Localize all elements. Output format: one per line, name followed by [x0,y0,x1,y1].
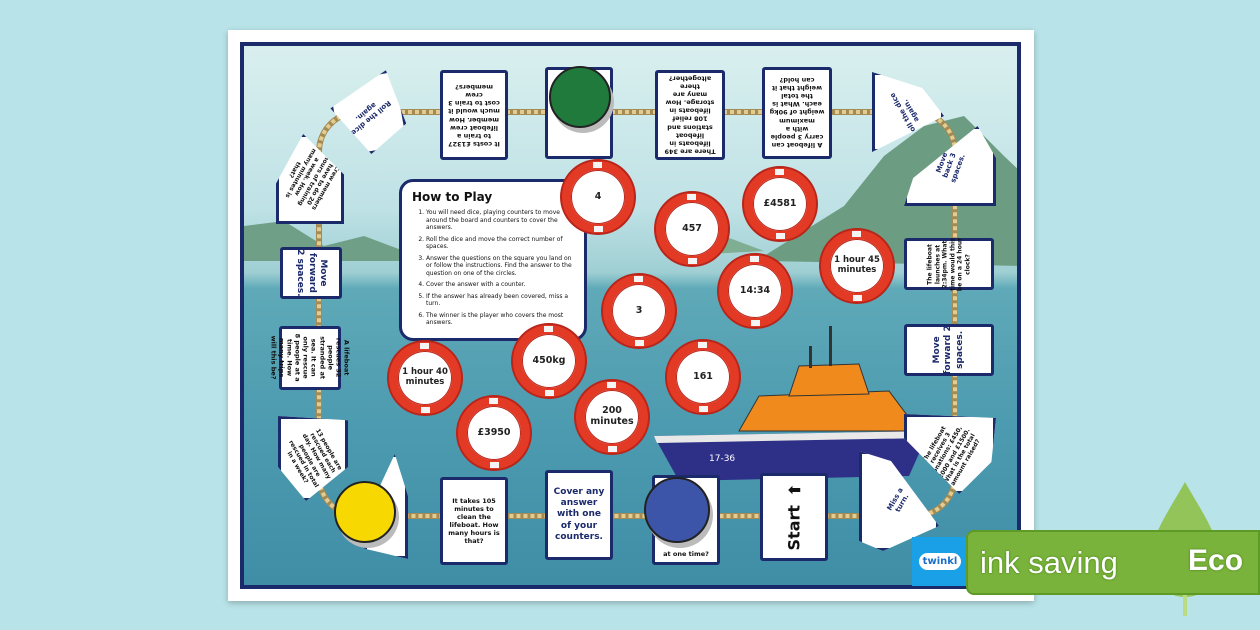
answer-text: £4581 [763,197,797,209]
square-text: Cover any answer with one of your counte… [553,486,605,542]
square-text: Move forward 2 spaces. [295,249,328,297]
answer-text: 200 minutes [590,405,634,427]
answer-text: 161 [693,370,713,382]
green-counter[interactable] [549,66,611,128]
answer-ring[interactable]: 1 hour 40 minutes [389,342,461,414]
answer-text: £3950 [477,426,511,438]
twinkl-logo-text: twinkl [918,553,962,570]
square-text: A lifeboat rescues 32 people stranded at… [269,334,351,383]
rule-3: Answer the questions on the square you l… [426,255,574,278]
square-text: The lifeboat launches at 2:34pm. What ti… [926,237,972,291]
square-text: There are 349 lifeboats in lifeboat stat… [664,74,716,156]
ink-saving-text: ink saving [980,544,1118,580]
start-label: Start [784,504,804,551]
yellow-counter[interactable] [334,481,396,543]
rule-6: The winner is the player who covers the … [426,312,574,327]
rule-5: If the answer has already been covered, … [426,293,574,308]
answer-ring[interactable]: 14:34 [719,255,791,327]
answer-ring[interactable]: 161 [667,341,739,413]
answer-ring[interactable]: £4581 [744,168,816,240]
ink-saving-badge: ink saving Eco [966,530,1260,595]
square-right-2[interactable]: The lifeboat launches at 2:34pm. What ti… [904,237,994,291]
square-left-3[interactable]: A lifeboat rescues 32 people stranded at… [270,326,351,390]
square-right-3[interactable]: Move forward 2 spaces. [904,324,994,376]
square-top-4[interactable]: A lifeboat can carry 3 people with a max… [762,67,832,159]
blue-counter[interactable] [644,477,710,543]
rule-4: Cover the answer with a counter. [426,281,574,289]
rule-2: Roll the dice and move the correct numbe… [426,236,574,251]
answer-text: 1 hour 45 minutes [834,255,880,275]
how-to-play-panel: How to Play You will need dice, playing … [399,179,587,341]
square-text: A lifeboat can carry 3 people with a max… [769,76,825,150]
answer-text: 3 [635,304,643,316]
answer-text: 4 [594,190,602,202]
game-board: 17-36 How to Play You will need dice, pl… [240,42,1021,589]
square-top-3[interactable]: There are 349 lifeboats in lifeboat stat… [655,70,725,160]
square-text: It takes 105 minutes to clean the lifebo… [448,496,500,546]
answer-text: 457 [682,222,702,234]
arrow-up-icon: ⬅ [787,480,801,500]
answer-ring[interactable]: 450kg [513,325,585,397]
answer-ring[interactable]: £3950 [458,397,530,469]
eco-label: Eco [1188,544,1244,577]
answer-ring[interactable]: 1 hour 45 minutes [821,230,893,302]
square-text: at one time? [663,549,709,558]
answer-ring[interactable]: 3 [603,275,675,347]
rope-path [316,109,958,519]
answer-text: 14:34 [739,284,771,296]
answer-ring[interactable]: 457 [656,193,728,265]
answer-ring[interactable]: 4 [562,161,634,233]
start-square[interactable]: Start ⬅ [760,473,828,561]
square-text: It costs £1327 to train a lifeboat crew … [448,82,500,148]
square-text: Move forward 2 spaces. [932,325,965,375]
rule-1: You will need dice, playing counters to … [426,209,574,232]
square-bottom-1[interactable]: It takes 105 minutes to clean the lifebo… [440,477,508,565]
answer-ring[interactable]: 200 minutes [576,381,648,453]
square-bottom-2[interactable]: Cover any answer with one of your counte… [545,470,613,560]
answer-text: 1 hour 40 minutes [402,367,448,387]
square-top-1[interactable]: It costs £1327 to train a lifeboat crew … [440,70,508,160]
answer-text: 450kg [532,354,566,366]
twinkl-logo: twinkl [912,537,968,586]
boat-number: 17-36 [709,454,735,464]
how-to-play-title: How to Play [412,190,493,204]
square-left-2[interactable]: Move forward 2 spaces. [280,247,342,299]
